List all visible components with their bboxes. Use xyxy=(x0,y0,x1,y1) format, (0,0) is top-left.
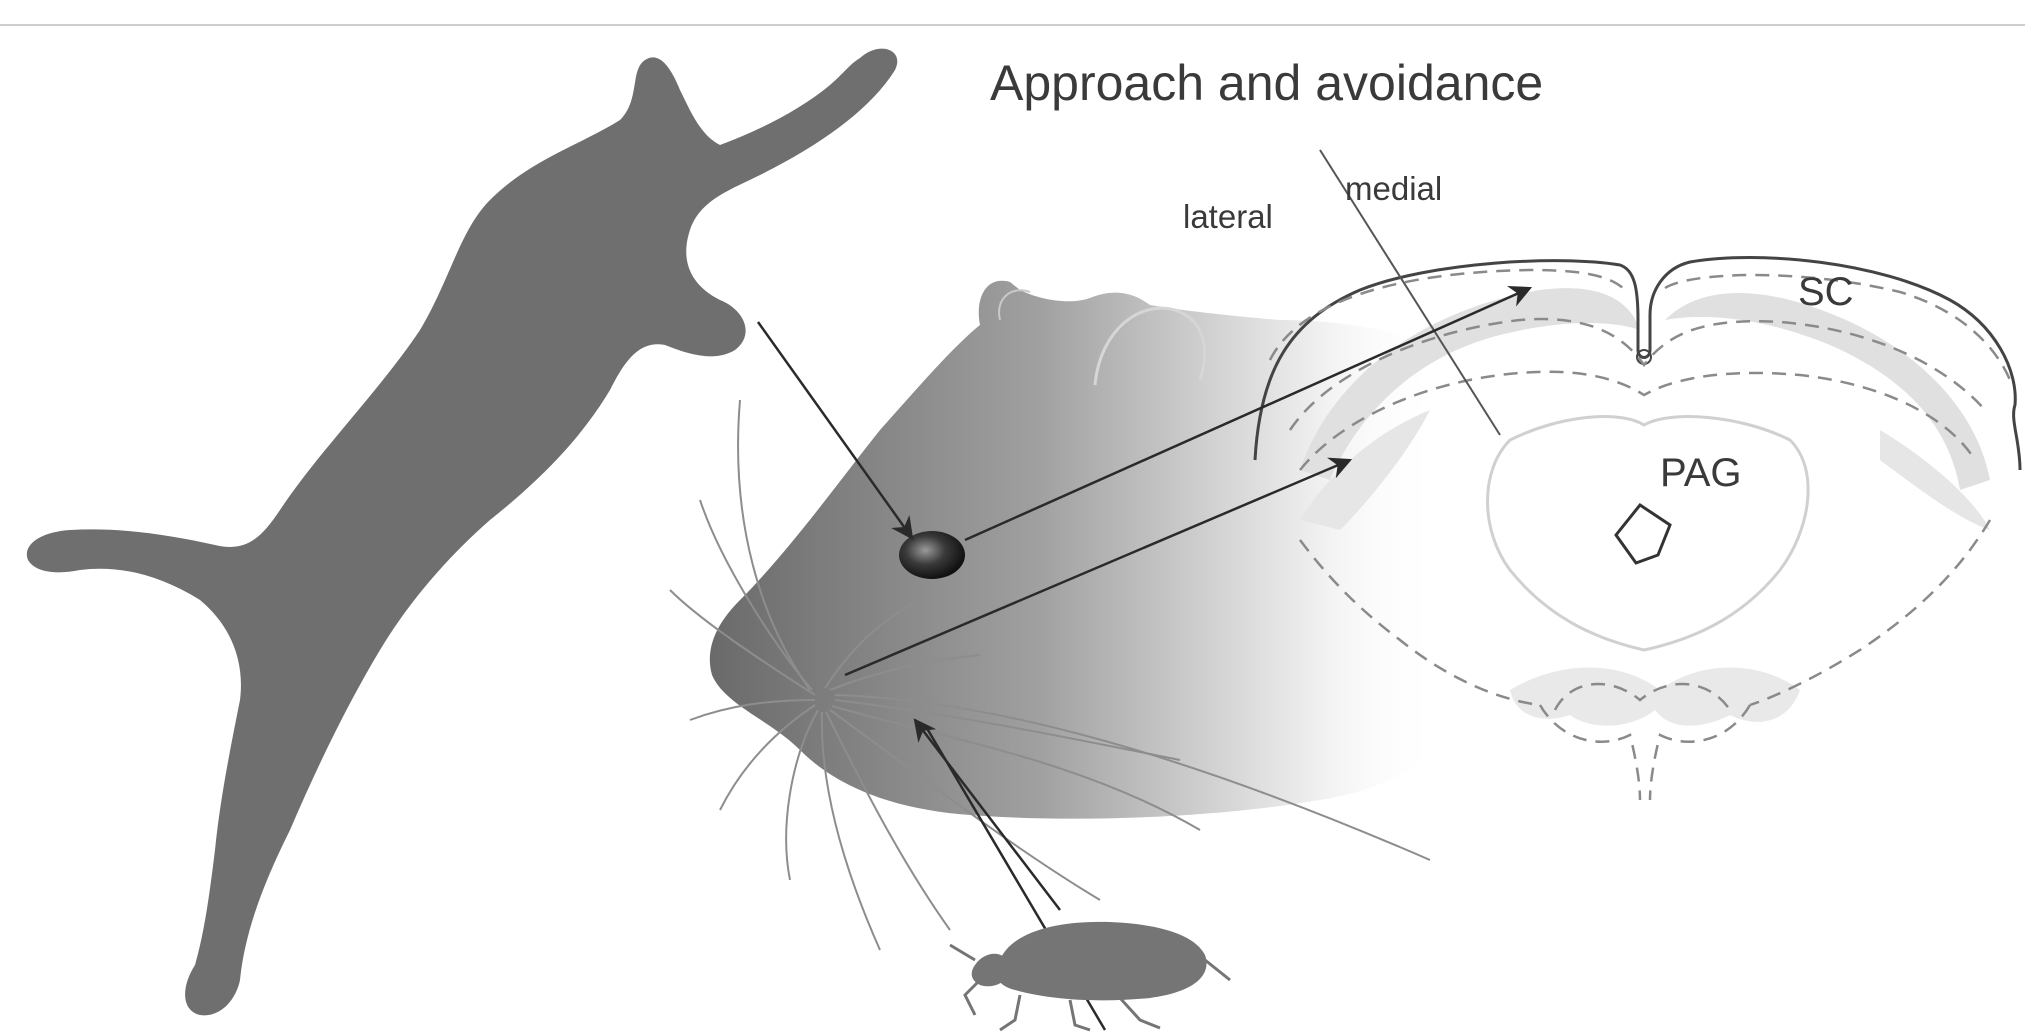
diagram-title: Approach and avoidance xyxy=(990,55,1543,111)
mouse-eye xyxy=(899,531,965,579)
cat-silhouette xyxy=(27,49,897,1016)
beetle-silhouette xyxy=(950,922,1230,1030)
lateral-label: lateral xyxy=(1183,198,1273,235)
gray-band-bottom xyxy=(1510,668,1800,726)
pag-outline xyxy=(1488,417,1809,650)
sc-label: SC xyxy=(1798,270,1854,314)
pag-label: PAG xyxy=(1660,451,1742,495)
aqueduct-diamond xyxy=(1616,505,1670,563)
medial-label: medial xyxy=(1345,170,1442,207)
mouse-head xyxy=(710,281,1440,819)
